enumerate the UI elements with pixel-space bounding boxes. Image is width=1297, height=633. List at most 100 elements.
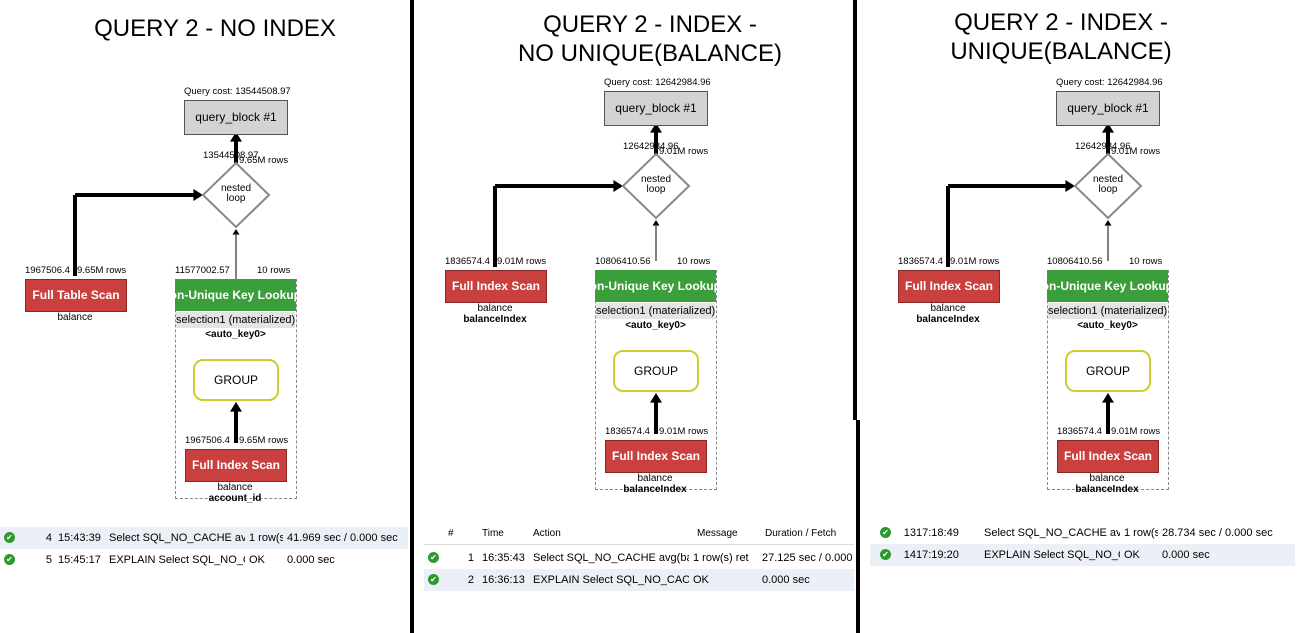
panel-divider [853,0,857,420]
plan-edges [73,127,271,443]
left-cost: 1836574.4 [445,256,490,267]
log-message: OK [1124,549,1140,561]
lookup-rows: 10 rows [677,256,711,267]
nested-loop-cost: 12642984.96 [1075,141,1131,152]
lookup-cost: 10806410.56 [595,256,651,267]
log-header-row [424,520,854,545]
lookup-rows: 10 rows [257,265,291,276]
key-lookup-node[interactable]: Non-Unique Key Lookup [175,279,296,311]
check-circle-icon: ✔ [428,552,439,563]
log-row[interactable]: ✔ 1 16:35:43 Select SQL_NO_CACHE avg(bal 1 r… [424,547,854,569]
arrow-to-group [1102,393,1114,403]
arrow-lookup-to-loop [232,229,240,235]
log-duration: 0.000 sec [287,554,335,566]
query-block-node[interactable]: query_block #1 [184,100,288,135]
explain-panel-2: QUERY 2 - INDEX -NO UNIQUE(BALANCE)Query… [414,0,854,633]
log-num: 2 [467,574,474,586]
group-node[interactable]: GROUP [1065,350,1151,392]
log-duration: 28.734 sec / 0.000 sec [1162,527,1273,539]
log-message: OK [693,574,709,586]
log-duration: 27.125 sec / 0.000 sec [762,552,854,564]
log-header-cell[interactable]: Message [697,528,738,539]
log-header-cell[interactable]: Time [482,528,504,539]
auto-key-name: <auto_key0> [205,329,266,340]
inner-scan-node[interactable]: Full Index Scan [605,440,707,473]
check-circle-icon: ✔ [880,549,891,560]
log-action: Select SQL_NO_CACHE avg(bal [533,552,689,564]
check-circle-icon: ✔ [428,574,439,585]
left-table-name: balance [477,303,513,314]
arrow-to-nested-loop [1065,180,1075,192]
inner-table-name: balance [637,473,673,484]
nested-loop-rows: 9.01M rows [659,146,709,157]
nested-loop-word: loop [226,193,246,204]
lookup-rows: 10 rows [1129,256,1163,267]
query-block-node[interactable]: query_block #1 [604,91,708,126]
log-num: 5 [45,554,52,566]
nested-loop-rows: 9.01M rows [1111,146,1161,157]
log-message: 1 row(s [1124,527,1158,539]
log-message: 1 row(s [249,532,283,544]
panel-title: QUERY 2 - NO INDEX [55,14,375,43]
nested-loop-word: nested [220,183,252,194]
log-action: EXPLAIN Select SQL_NO_CACHE [533,574,689,586]
log-time: 16:35:43 [482,552,525,564]
log-header-cell[interactable]: Action [533,528,561,539]
inner-cost: 1967506.4 [185,435,230,446]
panel-divider [856,420,860,633]
log-num: 13 [903,527,916,539]
log-action: EXPLAIN Select SQL_NO_C [109,554,245,566]
materialized-label: selection1 (materialized) [1048,303,1167,319]
log-duration: 0.000 sec [762,574,810,586]
log-action: EXPLAIN Select SQL_NO_C [984,549,1120,561]
inner-cost: 1836574.4 [1057,426,1102,437]
panel-title-line: NO UNIQUE(BALANCE) [517,40,783,67]
left-scan-node[interactable]: Full Index Scan [898,270,1000,303]
left-cost: 1836574.4 [898,256,943,267]
arrow-to-group [230,402,242,412]
query-cost: Query cost: 13544508.97 [184,86,291,97]
log-time: 17:19:20 [916,549,959,561]
left-table-name: balance [930,303,966,314]
nested-loop-word: nested [1092,174,1124,185]
panel-title: QUERY 2 - INDEX -UNIQUE(BALANCE) [901,8,1221,66]
materialized-label: selection1 (materialized) [176,312,295,328]
key-lookup-node[interactable]: Non-Unique Key Lookup [595,270,716,302]
log-message: 1 row(s) ret [693,552,749,564]
log-duration: 0.000 sec [1162,549,1210,561]
log-action: Select SQL_NO_CACHE avg [109,532,245,544]
inner-scan-node[interactable]: Full Index Scan [1057,440,1159,473]
left-scan-node[interactable]: Full Index Scan [445,270,547,303]
log-header-cell[interactable]: # [448,528,454,539]
key-lookup-node[interactable]: Non-Unique Key Lookup [1047,270,1168,302]
query-cost: Query cost: 12642984.96 [604,77,711,88]
query-block-node[interactable]: query_block #1 [1056,91,1160,126]
auto-key-label: <auto_key0> [1047,320,1168,331]
log-num: 1 [467,552,474,564]
left-table-label: balance [25,312,125,323]
check-circle-icon: ✔ [880,527,891,538]
arrow-to-nested-loop [193,189,203,201]
left-scan-node[interactable]: Full Table Scan [25,279,127,312]
group-node[interactable]: GROUP [193,359,279,401]
left-rows: 9.01M rows [950,256,1000,267]
arrow-to-query-block [650,123,662,133]
inner-scan-node[interactable]: Full Index Scan [185,449,287,482]
left-rows: 9.65M rows [77,265,127,276]
inner-rows: 9.01M rows [1111,426,1161,437]
log-header-cell[interactable]: Duration / Fetch [765,528,837,539]
explain-panel-3: QUERY 2 - INDEX -UNIQUE(BALANCE)Query co… [858,0,1297,633]
group-node[interactable]: GROUP [613,350,699,392]
inner-table-name: balance [217,482,253,493]
inner-cost: 1836574.4 [605,426,650,437]
